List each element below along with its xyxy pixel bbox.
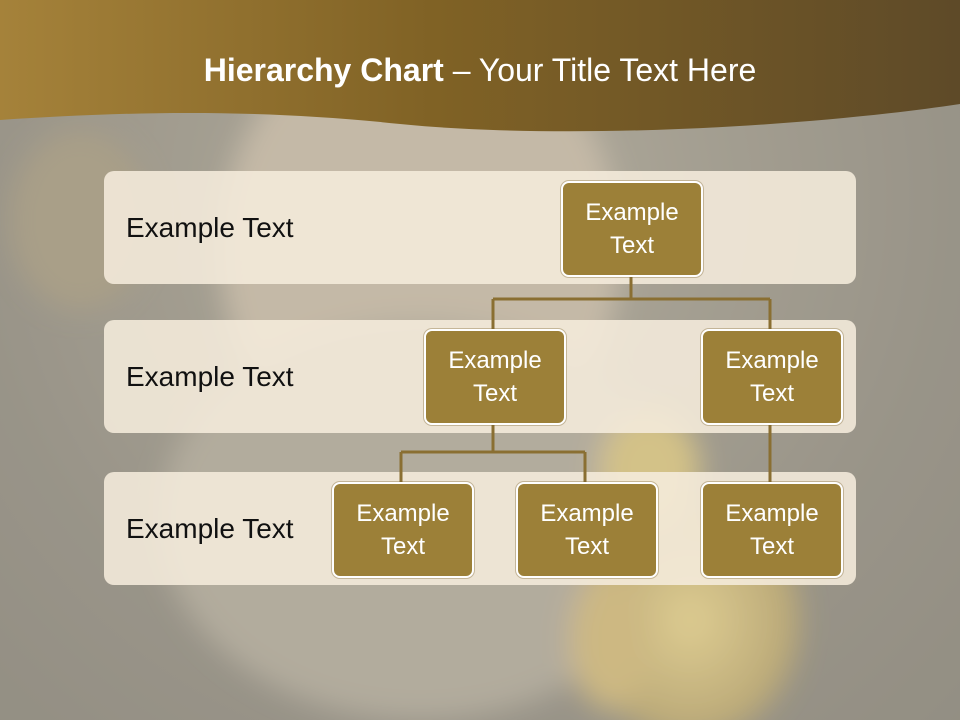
node-text-line2: Text xyxy=(564,533,609,560)
node-text-line2: Text xyxy=(472,380,517,407)
node-text-line2: Text xyxy=(380,533,425,560)
title-rest: – Your Title Text Here xyxy=(443,52,757,88)
node-bottom-2: Example Text xyxy=(516,482,658,578)
page-title: Hierarchy Chart – Your Title Text Here xyxy=(0,52,960,89)
row-label: Example Text xyxy=(126,361,294,392)
node-text-line1: Example xyxy=(448,347,542,374)
node-text-line1: Example xyxy=(540,500,634,527)
node-bottom-1: Example Text xyxy=(332,482,474,578)
header-band xyxy=(0,0,960,132)
node-text-line1: Example xyxy=(725,347,819,374)
node-top: Example Text xyxy=(561,181,703,277)
node-text-line1: Example xyxy=(725,500,819,527)
node-text-line2: Text xyxy=(749,533,794,560)
node-mid-right: Example Text xyxy=(701,329,843,425)
node-bottom-3: Example Text xyxy=(701,482,843,578)
row-label: Example Text xyxy=(126,513,294,544)
node-text-line2: Text xyxy=(609,232,654,259)
node-mid-left: Example Text xyxy=(424,329,566,425)
title-bold: Hierarchy Chart xyxy=(203,52,444,88)
row-label: Example Text xyxy=(126,212,294,243)
node-text-line1: Example xyxy=(585,199,679,226)
row-band-1: Example Text xyxy=(104,171,856,284)
node-text-line1: Example xyxy=(356,500,450,527)
node-text-line2: Text xyxy=(749,380,794,407)
